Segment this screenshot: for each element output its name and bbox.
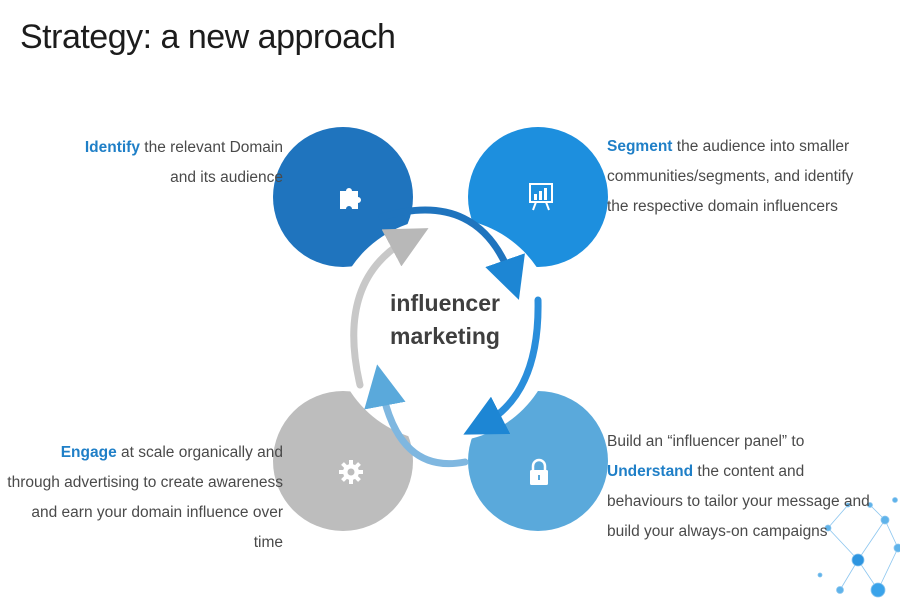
lock-icon (522, 455, 556, 489)
presentation-chart-icon (524, 180, 558, 214)
arrow-segment-to-understand (463, 296, 542, 435)
center-label: influencer marketing (360, 287, 530, 353)
step-understand-line3: build your always-on campaigns (607, 523, 828, 540)
step-understand-line2: behaviours to tailor your message and (607, 493, 870, 510)
step-engage-line4: time (253, 534, 283, 551)
petal-engage (273, 391, 413, 531)
step-identify-keyword: Identify (84, 139, 140, 156)
step-segment-line3: the respective domain influencers (607, 198, 838, 215)
step-understand-keyword: Understand (607, 463, 694, 480)
step-understand-text: Build an “influencer panel” to Understan… (607, 427, 870, 547)
step-engage-line1: Engage at scale organically and (60, 444, 283, 461)
step-identify-line1: Identify the relevant Domain (84, 139, 283, 156)
network-decoration (817, 497, 900, 598)
step-segment-line2: communities/segments, and identify (607, 168, 854, 185)
arrow-understand-to-engage (364, 364, 469, 468)
petal-segment (468, 127, 608, 267)
step-segment-line1: Segment the audience into smaller (607, 138, 850, 155)
page-title: Strategy: a new approach (20, 18, 396, 56)
step-engage-text: Engage at scale organically and through … (7, 438, 283, 558)
step-identify-line2: and its audience (170, 169, 283, 186)
step-segment-keyword: Segment (607, 138, 673, 155)
arrow-engage-to-identify (350, 228, 429, 389)
step-segment-text: Segment the audience into smaller commun… (607, 132, 853, 222)
step-understand-line1: Understand the content and (607, 463, 805, 480)
step-engage-keyword: Engage (60, 444, 117, 461)
step-identify-text: Identify the relevant Domain and its aud… (85, 133, 283, 193)
arrow-identify-to-segment (378, 206, 525, 300)
gear-icon (334, 455, 368, 489)
step-understand-line0: Build an “influencer panel” to (607, 433, 805, 450)
step-engage-line2: through advertising to create awareness (7, 474, 283, 491)
step-engage-line3: and earn your domain influence over (31, 504, 283, 521)
puzzle-icon (334, 180, 368, 214)
center-label-line1: influencer (390, 290, 500, 316)
center-label-line2: marketing (390, 323, 500, 349)
